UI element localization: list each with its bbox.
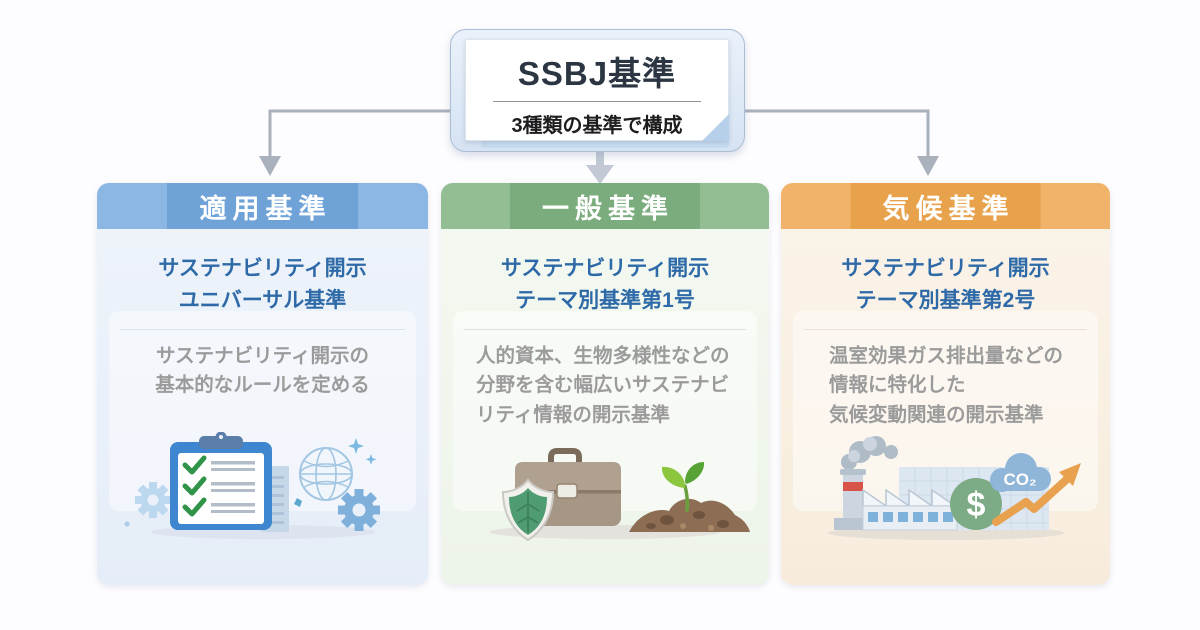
- card-general-standard: 一般基準 サステナビリティ開示 テーマ別基準第1号 人的資本、生物多様性などの …: [441, 183, 769, 585]
- root-title: SSBJ基準: [517, 55, 677, 92]
- card-divider: [804, 329, 1087, 330]
- desc-line: 情報に特化した: [829, 374, 966, 397]
- connector-left: [268, 109, 452, 157]
- card-divider: [120, 329, 405, 330]
- subtitle-line: ユニバーサル基準: [178, 288, 347, 312]
- desc-line: リティ情報の開示基準: [476, 403, 670, 426]
- factory-icon: [833, 488, 957, 531]
- checklist-clipboard-globe-gears-icon: [124, 432, 380, 539]
- card-subtitle: サステナビリティ開示 ユニバーサル基準: [97, 253, 428, 316]
- card-subtitle: サステナビリティ開示 テーマ別基準第1号: [441, 253, 769, 316]
- subtitle-line: サステナビリティ開示: [841, 257, 1050, 280]
- subtitle-line: テーマ別基準第1号: [515, 288, 695, 312]
- co2-cloud-icon: CO₂: [989, 453, 1051, 492]
- connector-lines: [268, 109, 930, 157]
- dollar-icon: $: [949, 478, 1002, 530]
- gear-icon: [337, 489, 380, 531]
- sprout-icon: [661, 462, 705, 512]
- globe-icon: [298, 447, 353, 501]
- soil-mound-icon: [629, 498, 750, 532]
- leaf-shield-briefcase-soil-sprout-icon: [490, 448, 750, 542]
- smoke-icon: [840, 436, 898, 470]
- card-header: 適用基準: [97, 183, 428, 229]
- card-subtitle: サステナビリティ開示 テーマ別基準第2号: [781, 253, 1110, 316]
- card-header: 一般基準: [441, 183, 769, 229]
- subtitle-line: サステナビリティ開示: [500, 257, 710, 280]
- card-header-highlight: [166, 183, 359, 229]
- factory-co2-dollar-growth-icon: $ CO₂: [827, 436, 1081, 540]
- arrow-stem: [596, 148, 604, 166]
- card-header-label: 一般基準: [542, 193, 674, 224]
- card-header-label: 適用基準: [199, 193, 332, 224]
- card-header-label: 気候基準: [882, 193, 1015, 224]
- card-description: 温室効果ガス排出量などの 情報に特化した 気候変動関連の開示基準: [781, 342, 1110, 430]
- clipboard-checklist-icon: [169, 432, 272, 530]
- card-body: サステナビリティ開示 ユニバーサル基準 サステナビリティ開示の 基本的なルールを…: [97, 253, 428, 585]
- connector-right: [741, 109, 930, 157]
- page-fold-icon: [702, 114, 729, 141]
- co2-label: CO₂: [1003, 470, 1036, 489]
- desc-line: 人的資本、生物多様性などの: [476, 345, 730, 367]
- root-box: SSBJ基準 3種類の基準で構成: [450, 29, 745, 152]
- desc-line: サステナビリティ開示の: [156, 345, 369, 367]
- growth-arrow-icon: [991, 463, 1081, 526]
- card-header-highlight: [850, 183, 1041, 229]
- subtitle-line: テーマ別基準第2号: [855, 288, 1036, 312]
- desc-line: 気候変動関連の開示基準: [829, 403, 1044, 426]
- card-climate-standard: 気候基準 サステナビリティ開示 テーマ別基準第2号 温室効果ガス排出量などの 情…: [781, 183, 1110, 585]
- card-application-standard: 適用基準 サステナビリティ開示 ユニバーサル基準 サステナビリティ開示の 基本的…: [97, 183, 428, 585]
- arrow-down-icon: [259, 156, 281, 176]
- card-description: 人的資本、生物多様性などの 分野を含む幅広いサステナビ リティ情報の開示基準: [441, 342, 769, 430]
- card-body: サステナビリティ開示 テーマ別基準第2号 温室効果ガス排出量などの 情報に特化し…: [781, 253, 1110, 585]
- desc-line: 分野を含む幅広いサステナビ: [476, 374, 730, 397]
- card-header-highlight: [509, 183, 701, 229]
- subtitle-line: サステナビリティ開示: [158, 257, 367, 280]
- sparkle-icon: [293, 438, 376, 507]
- dollar-label: $: [966, 486, 985, 524]
- desc-line: 温室効果ガス排出量などの: [829, 345, 1064, 367]
- root-divider: [493, 101, 701, 102]
- card-description: サステナビリティ開示の 基本的なルールを定める: [97, 342, 428, 401]
- gear-icon: [134, 482, 171, 518]
- root-subtitle: 3種類の基準で構成: [511, 115, 683, 137]
- card-divider: [463, 329, 747, 330]
- root-sheet: SSBJ基準 3種類の基準で構成: [465, 39, 729, 141]
- card-body: サステナビリティ開示 テーマ別基準第1号 人的資本、生物多様性などの 分野を含む…: [441, 253, 769, 585]
- card-header: 気候基準: [781, 183, 1110, 229]
- arrow-down-icon: [586, 165, 614, 184]
- smokestack-icon: [839, 469, 866, 524]
- desc-line: 基本的なルールを定める: [155, 374, 370, 397]
- leaf-shield-icon: [501, 478, 555, 542]
- arrow-down-icon: [917, 156, 939, 176]
